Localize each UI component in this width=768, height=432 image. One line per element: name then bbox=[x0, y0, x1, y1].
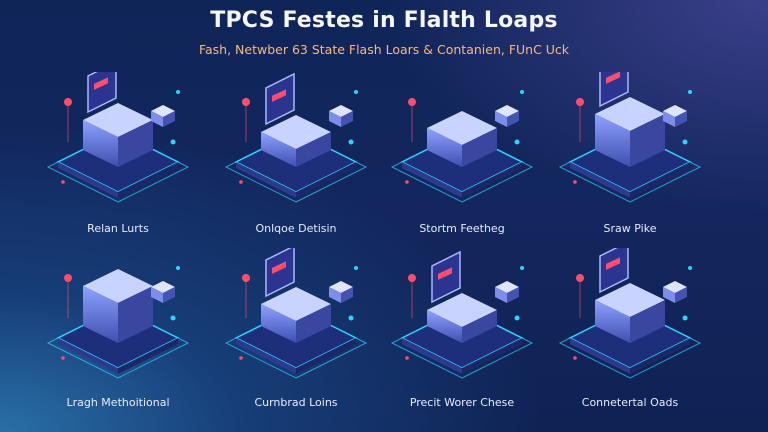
feature-label: Relan Lurts bbox=[87, 222, 149, 235]
server-blocks-icon bbox=[390, 90, 534, 203]
feature-label: Lragh Methoitional bbox=[66, 396, 170, 409]
page-subtitle: Fash, Netwber 63 State Flash Loars & Con… bbox=[198, 42, 570, 57]
laptop-dashboard-icon bbox=[46, 72, 190, 203]
laptop-cube-icon bbox=[558, 248, 702, 379]
feature-label: Sraw Pike bbox=[603, 222, 657, 235]
feature-card: Relan Lurts bbox=[28, 72, 208, 242]
tablet-platform-icon bbox=[224, 248, 368, 379]
feature-label: Precit Worer Chese bbox=[409, 396, 515, 409]
device-platform-icon bbox=[390, 250, 534, 379]
feature-card: Connetertal Oads bbox=[540, 248, 720, 418]
feature-card: Lragh Methoitional bbox=[28, 248, 208, 418]
phone-platform-icon bbox=[224, 72, 368, 203]
feature-label: Curnbrad Loins bbox=[254, 396, 338, 409]
feature-card: Precit Worer Chese bbox=[372, 248, 552, 418]
workstation-icon bbox=[558, 72, 702, 203]
feature-label: Stortm Feetheg bbox=[419, 222, 505, 235]
feature-card: Sraw Pike bbox=[540, 72, 720, 242]
page-title: TPCS Festes in Flalth Loaps bbox=[210, 8, 558, 33]
feature-card: Onlqoe Detisin bbox=[206, 72, 386, 242]
feature-label: Onlqoe Detisin bbox=[255, 222, 337, 235]
server-rack-icon bbox=[46, 266, 190, 379]
feature-card: Stortm Feetheg bbox=[372, 72, 552, 242]
feature-card: Curnbrad Loins bbox=[206, 248, 386, 418]
feature-label: Connetertal Oads bbox=[581, 396, 679, 409]
